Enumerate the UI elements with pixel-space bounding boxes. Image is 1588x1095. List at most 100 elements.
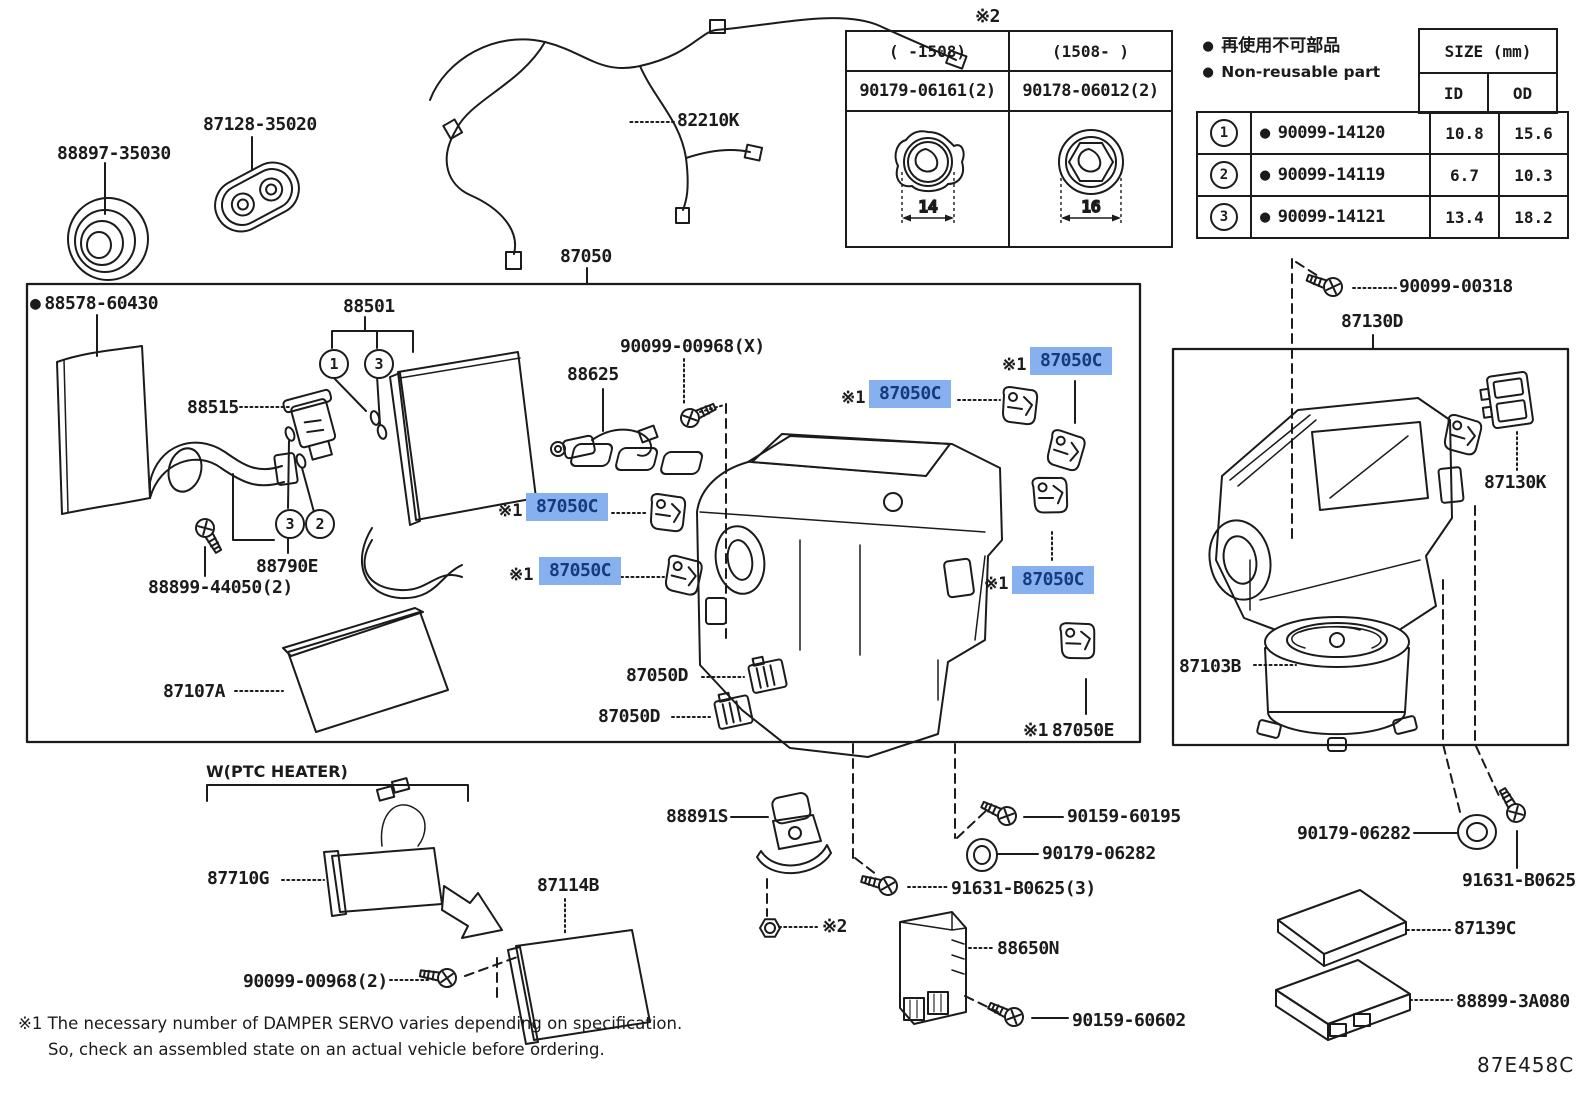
part-label[interactable]: 87114B xyxy=(537,875,600,896)
size-id: 13.4 xyxy=(1429,195,1500,239)
part-label[interactable]: 90179-06282 xyxy=(1042,843,1156,864)
damper-servo-sketch xyxy=(650,493,687,533)
size-part-number[interactable]: ●90099-14120 xyxy=(1250,111,1431,155)
callout-circle: 2 xyxy=(305,509,335,539)
size-part-number[interactable]: ●90099-14119 xyxy=(1250,153,1431,197)
part-label[interactable]: 88899-3A080 xyxy=(1456,991,1570,1012)
part-label-highlighted[interactable]: 87050C xyxy=(526,493,609,521)
part-label[interactable]: 90179-06282 xyxy=(1297,823,1411,844)
part-label[interactable]: 88790E xyxy=(256,556,319,577)
bullet-icon: ● xyxy=(1203,62,1214,83)
part-label[interactable]: 90099-00968(2) xyxy=(243,971,388,992)
ptc-heater-sketch xyxy=(323,777,443,917)
part-label[interactable]: 87128-35020 xyxy=(203,114,317,135)
nut-sketch xyxy=(759,918,781,938)
part-label[interactable]: 90099-00968(X) xyxy=(620,336,765,357)
part-label[interactable]: 88650N xyxy=(997,938,1060,959)
svg-text:14: 14 xyxy=(918,197,937,216)
variant-table-note-mark: ※2 xyxy=(975,6,1000,27)
part-label[interactable]: 90159-60602 xyxy=(1072,1010,1186,1031)
amplifier-88650N-sketch xyxy=(899,911,967,1025)
ptc-heater-87114B-sketch xyxy=(507,929,651,1045)
variant-part-number[interactable]: 90178-06012(2) xyxy=(1008,70,1173,112)
part-label[interactable]: 87139C xyxy=(1454,918,1517,939)
insulator-88578-sketch xyxy=(56,345,151,515)
screw-sketch xyxy=(191,514,228,557)
size-od: 15.6 xyxy=(1498,111,1569,155)
ptc-heater-caption: W(PTC HEATER) xyxy=(206,762,348,781)
size-part-number[interactable]: ●90099-14121 xyxy=(1250,195,1431,239)
part-label[interactable]: 87103B xyxy=(1179,656,1242,677)
part-label-highlighted[interactable]: 87050C xyxy=(1012,566,1095,594)
part-label[interactable]: 91631-B0625(3) xyxy=(951,878,1096,899)
evaporator-sketch xyxy=(389,351,537,526)
nut-illustration-16: 16 xyxy=(1008,110,1173,248)
note-mark-1: ※1 xyxy=(1023,720,1048,741)
damper-servo-sketch xyxy=(1045,428,1088,473)
note-mark-1: ※1 xyxy=(984,574,1009,594)
grommet-87128-sketch xyxy=(214,161,300,233)
thermistor-88625-sketch xyxy=(550,424,659,460)
bullet-icon: ● xyxy=(1260,165,1270,185)
part-label[interactable]: 87050D xyxy=(598,706,661,727)
screw-sketch xyxy=(1493,784,1530,827)
part-label[interactable]: 88501 xyxy=(343,296,395,317)
part-label[interactable]: 88625 xyxy=(567,364,619,385)
note-mark-1: ※1 xyxy=(1002,355,1027,375)
size-table-row: 2 ●90099-14119 6.7 10.3 xyxy=(1196,153,1569,197)
size-table-row: 3 ●90099-14121 13.4 18.2 xyxy=(1196,195,1569,239)
part-label[interactable]: 88515 xyxy=(187,397,239,418)
non-reusable-legend: ●再使用不可部品 ●Non-reusable part xyxy=(1203,33,1380,86)
grommet-sketch xyxy=(966,838,998,872)
part-label[interactable]: 90159-60195 xyxy=(1067,806,1181,827)
part-label[interactable]: 87050 xyxy=(560,246,612,267)
part-label[interactable]: 87710G xyxy=(207,868,270,889)
part-label[interactable]: 87130D xyxy=(1341,311,1404,332)
part-label[interactable]: ●88578-60430 xyxy=(30,293,159,314)
switch-87130K-sketch xyxy=(1479,370,1534,430)
callout-circle: 3 xyxy=(364,349,394,379)
non-reusable-bullet: ● xyxy=(30,293,41,314)
heater-pipes-sketch xyxy=(360,527,463,600)
screw-sketch xyxy=(417,963,459,990)
part-label-highlighted[interactable]: 87050C xyxy=(539,557,622,585)
part-label-highlighted[interactable]: 87050C xyxy=(1030,347,1113,375)
damper-servo-sketch xyxy=(663,554,704,597)
part-label[interactable]: 87130K xyxy=(1484,472,1547,493)
bullet-icon: ● xyxy=(1260,207,1270,227)
legend-en: Non-reusable part xyxy=(1221,63,1381,82)
damper-servo-sketch xyxy=(1058,619,1099,662)
tube-assy-sketch xyxy=(149,441,299,499)
size-id: 6.7 xyxy=(1429,153,1500,197)
part-label[interactable]: 91631-B0625 xyxy=(1462,870,1576,891)
ref-circle: 1 xyxy=(1210,119,1238,147)
size-table-row: 1 ●90099-14120 10.8 15.6 xyxy=(1196,111,1569,155)
part-label[interactable]: 88899-44050(2) xyxy=(148,577,293,598)
col-id: ID xyxy=(1418,72,1489,114)
part-label[interactable]: 88897-35030 xyxy=(57,143,171,164)
blower-unit-sketch xyxy=(1208,397,1465,643)
filter-87139C-sketch xyxy=(1277,889,1407,967)
ref-circle: 3 xyxy=(1210,203,1238,231)
screw-sketch xyxy=(1303,268,1346,300)
bullet-icon: ● xyxy=(1260,123,1270,143)
screw-sketch xyxy=(984,996,1027,1030)
valve-88515-sketch xyxy=(282,388,337,461)
damper-servo-sketch xyxy=(1002,386,1039,426)
part-label-highlighted[interactable]: 87050C xyxy=(869,380,952,408)
dashed-lines xyxy=(464,258,1501,1013)
part-label[interactable]: 82210K xyxy=(677,110,740,131)
note-mark-1: ※1 xyxy=(509,565,534,585)
note-mark-1: ※1 xyxy=(841,388,866,408)
blower-assembly-box xyxy=(1171,347,1570,747)
figure-code: 87E458C xyxy=(1477,1053,1575,1077)
part-label[interactable]: 88891S xyxy=(666,806,729,827)
variant-part-number[interactable]: 90179-06161(2) xyxy=(845,70,1010,112)
note-mark-1: ※1 xyxy=(498,501,523,521)
part-label[interactable]: 87107A xyxy=(163,681,226,702)
part-label[interactable]: 90099-00318 xyxy=(1399,276,1513,297)
part-label[interactable]: 87050D xyxy=(626,665,689,686)
nut-illustration-14: 14 xyxy=(845,110,1010,248)
